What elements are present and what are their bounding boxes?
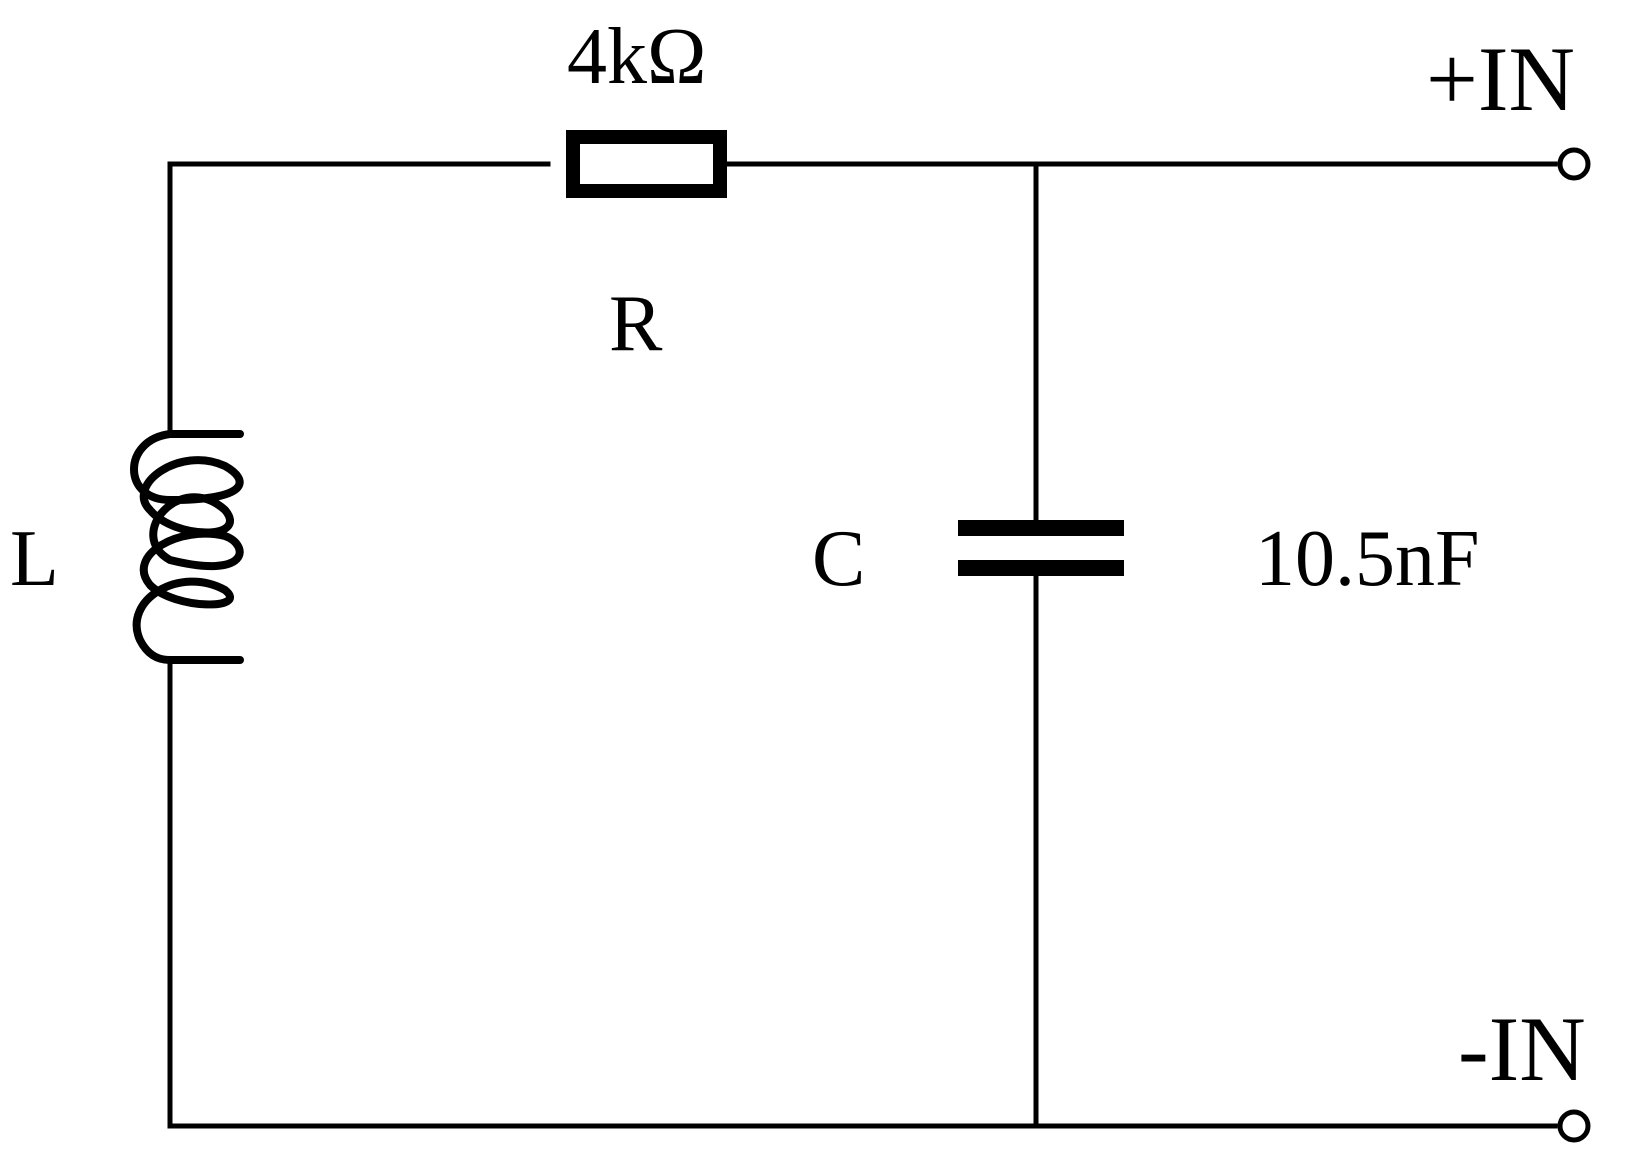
resistor-symbol bbox=[566, 130, 727, 198]
capacitor-name-label: C bbox=[812, 515, 865, 603]
resistor-value-label: 4kΩ bbox=[567, 13, 706, 101]
inductor-name-label: L bbox=[10, 515, 59, 603]
negative-terminal bbox=[1557, 1109, 1591, 1143]
inductor-symbol bbox=[130, 430, 244, 664]
positive-terminal bbox=[1557, 147, 1591, 181]
circuit-wires bbox=[167, 161, 1558, 1129]
capacitor-symbol bbox=[958, 520, 1124, 576]
wire-top-left bbox=[167, 161, 551, 437]
resistor-name-label: R bbox=[609, 280, 663, 368]
wire-bottom bbox=[167, 657, 1558, 1129]
capacitor-value-label: 10.5nF bbox=[1255, 515, 1480, 603]
positive-terminal-label: +IN bbox=[1426, 28, 1575, 130]
capacitor-plate-top bbox=[958, 520, 1124, 536]
capacitor-plate-bottom bbox=[958, 560, 1124, 576]
negative-terminal-label: -IN bbox=[1458, 998, 1586, 1100]
